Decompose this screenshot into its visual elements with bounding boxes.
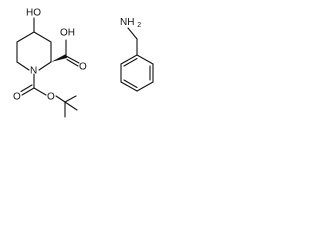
chemical-structure-canvas: HO N OH O O O NH 2: [13, 8, 154, 118]
bond-ring-lower-right: [38, 61, 52, 71]
amine-label: NH 2: [120, 17, 141, 29]
bond-ester-tbu: [55, 95, 66, 103]
molecule-b-benzylamine: NH 2: [120, 17, 154, 92]
hydroxyl-label: HO: [26, 8, 41, 19]
bond-ring-lower-left: [16, 61, 30, 71]
amine-nh-text: NH: [120, 17, 134, 28]
aromatic-inner-bond-3: [123, 79, 138, 89]
bond-ring-top: [33, 31, 52, 43]
bond-ring-top-right: [136, 54, 154, 65]
acid-carbonyl-oxygen-label: O: [79, 62, 87, 73]
bond-ring-top-left: [120, 54, 138, 65]
boc-carbonyl-oxygen-label: O: [13, 92, 21, 103]
aromatic-inner-bond-1: [123, 57, 138, 67]
bond-ring-upper-left: [16, 31, 35, 43]
bond-ring-bottom-right: [136, 81, 154, 92]
wedge-bond-acid: [51, 54, 67, 62]
bond-acid-carbonyl: [65, 55, 80, 64]
nitrogen-label: N: [30, 66, 37, 77]
boc-ester-oxygen-label: O: [47, 92, 55, 103]
bond-tbu-methyl-right: [64, 101, 78, 111]
bond-ring-bottom-left: [120, 81, 138, 92]
bond-boc-carbonyl-double: [20, 84, 33, 93]
bond-boc-carbonyl: [21, 87, 35, 96]
amine-subscript: 2: [137, 22, 141, 29]
bond-ch2-nh2: [127, 27, 138, 40]
acid-hydroxyl-label: OH: [60, 28, 75, 39]
molecule-a-boc-hydroxy-piperidine-carboxylic-acid: HO N OH O O O: [13, 8, 87, 118]
bond-acid-carbonyl-double: [66, 58, 79, 67]
bond-boc-ester: [33, 87, 47, 96]
bond-tbu-methyl-up: [64, 95, 77, 103]
